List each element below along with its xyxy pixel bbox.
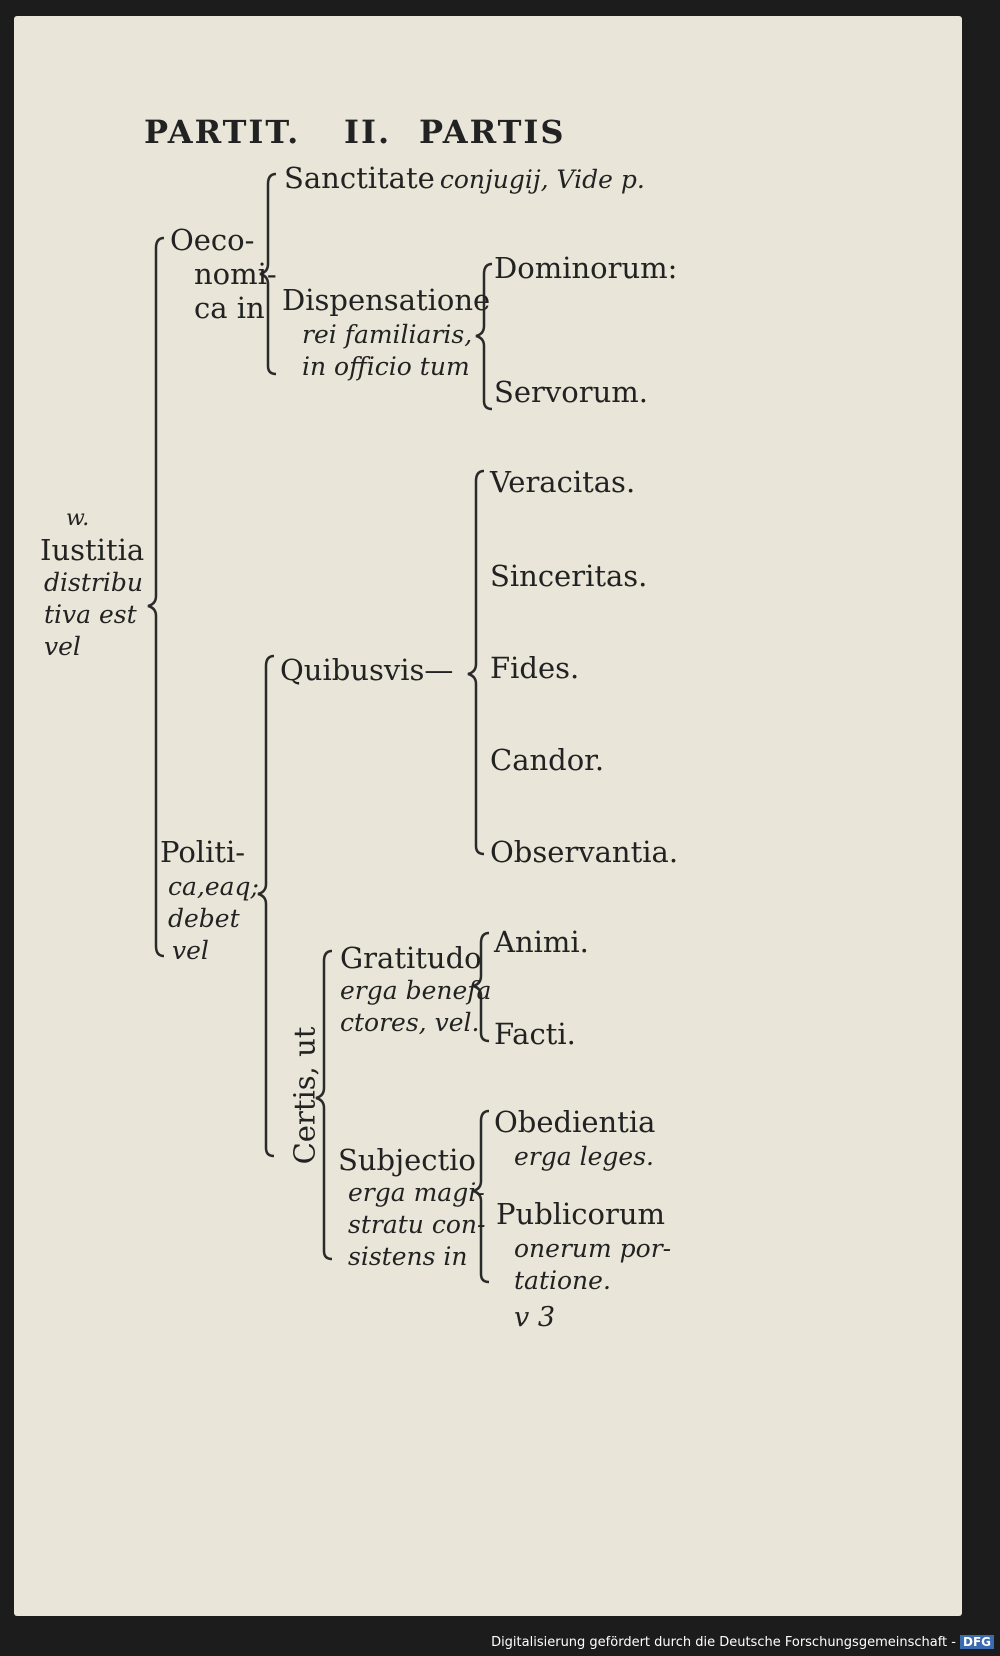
root-line3: tiva est: [44, 600, 137, 629]
publicorum-line2: onerum por-: [514, 1234, 672, 1263]
oeconomica-line3: ca in: [194, 291, 265, 325]
book-page: PARTIT. II. PARTIS w. Iustitia distribu …: [14, 16, 962, 1616]
publicorum-line3: tatione.: [514, 1266, 611, 1295]
sanctitate-entry: Sanctitate conjugij, Vide p.: [284, 164, 645, 193]
animi: Animi.: [494, 925, 589, 959]
dispensatione-line3: in officio tum: [302, 352, 470, 381]
virtue-fides: Fides.: [490, 651, 580, 685]
servorum: Servorum.: [494, 375, 648, 409]
subjectio-line2: erga magi-: [348, 1178, 485, 1207]
virtue-candor: Candor.: [490, 743, 605, 777]
oeconomica-line2: nomi-: [194, 257, 277, 291]
root-mark: w.: [66, 506, 90, 531]
root-line4: vel: [44, 632, 81, 661]
gratitudo-line1: Gratitudo: [340, 941, 482, 975]
digitization-credit-text: Digitalisierung gefördert durch die Deut…: [491, 1635, 956, 1650]
sanctitate-italic: conjugij, Vide p.: [439, 165, 645, 194]
facti: Facti.: [494, 1017, 576, 1051]
virtue-sinceritas: Sinceritas.: [490, 559, 648, 593]
root-title: Iustitia: [40, 533, 145, 567]
oeconomica-line1: Oeco-: [170, 223, 255, 257]
quibusvis: Quibusvis—: [280, 653, 454, 687]
dispensatione-line1: Dispensatione: [282, 283, 491, 317]
publicorum-line1: Publicorum: [496, 1197, 666, 1231]
sanctitate-roman: Sanctitate: [284, 161, 435, 195]
dfg-logo: DFG: [959, 1635, 994, 1649]
gratitudo-line2: erga benefa: [340, 976, 492, 1005]
gratitudo-line3: ctores, vel.: [340, 1008, 480, 1037]
virtue-veracitas: Veracitas.: [490, 465, 636, 499]
running-head-center: II.: [344, 113, 392, 151]
bracket-lines: [147, 172, 493, 1284]
running-head-left: PARTIT.: [144, 113, 301, 151]
dominorum: Dominorum:: [494, 251, 678, 285]
signature-mark: v 3: [514, 1302, 556, 1333]
obedientia-line2: erga leges.: [514, 1142, 654, 1171]
subjectio-line3: stratu con-: [348, 1210, 486, 1239]
virtue-observantia: Observantia.: [490, 835, 679, 869]
obedientia-line1: Obedientia: [494, 1105, 656, 1139]
politica-line1: Politi-: [160, 835, 246, 869]
digitization-credit: Digitalisierung gefördert durch die Deut…: [491, 1635, 994, 1650]
running-head-right: PARTIS: [419, 113, 566, 151]
politica-line3: debet: [168, 904, 240, 933]
politica-line4: vel: [172, 936, 209, 965]
subjectio-line1: Subjectio: [338, 1143, 476, 1177]
root-line2: distribu: [44, 568, 143, 597]
dispensatione-line2: rei familiaris,: [302, 320, 473, 349]
politica-line2: ca,eaq;: [168, 872, 259, 901]
subjectio-line4: sistens in: [348, 1242, 468, 1271]
certis-label: Certis, ut: [287, 1026, 322, 1165]
